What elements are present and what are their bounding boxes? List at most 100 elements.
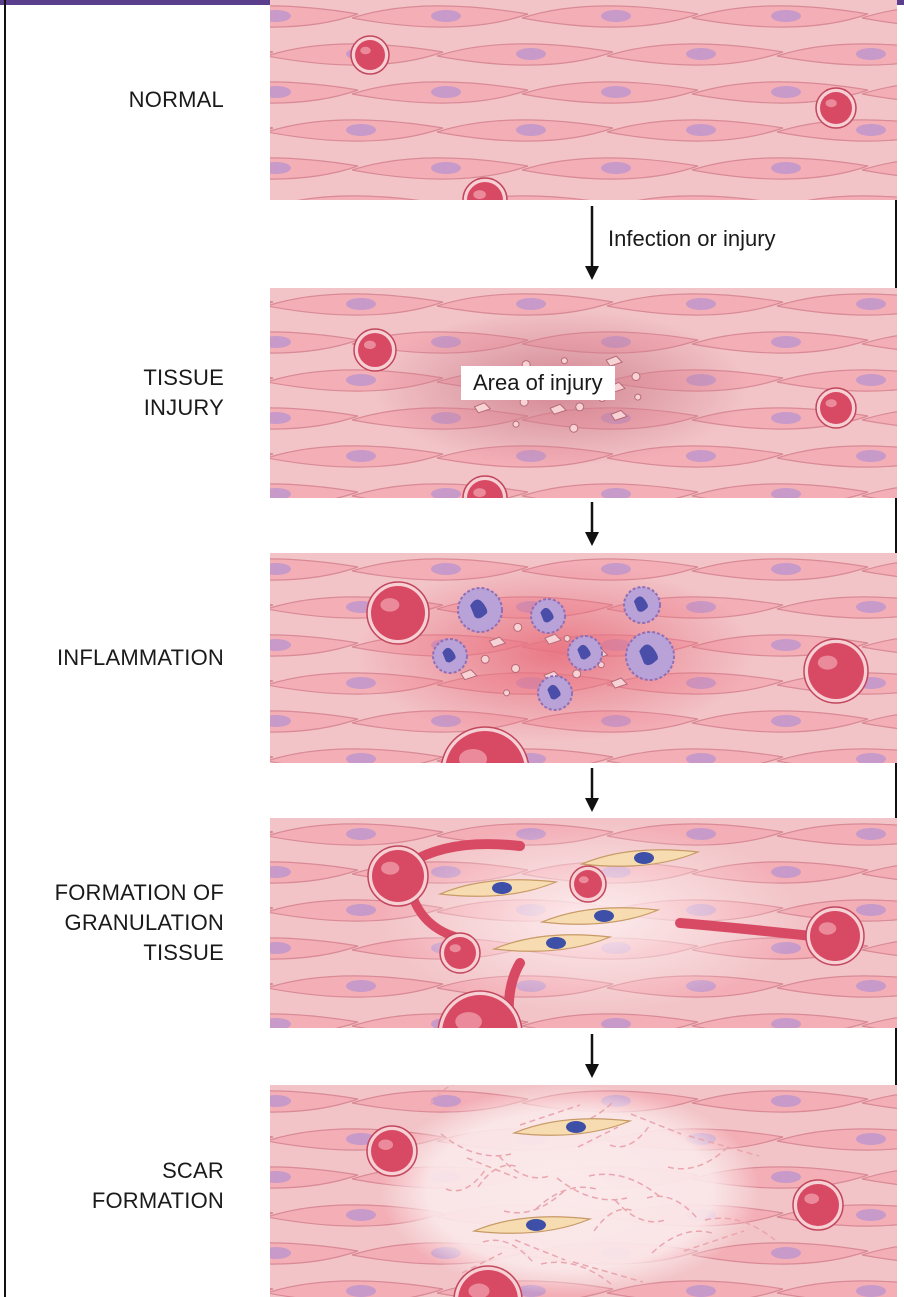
cell-nucleus bbox=[856, 1133, 886, 1145]
cell-nucleus bbox=[431, 10, 461, 22]
panel-granulation bbox=[270, 818, 897, 1028]
arrow-down-icon bbox=[582, 1034, 602, 1080]
cell-nucleus bbox=[601, 10, 631, 22]
panel-normal bbox=[270, 0, 897, 200]
cell-nucleus bbox=[346, 980, 376, 992]
vessel-highlight bbox=[819, 922, 837, 935]
stage-label-scar: SCAR FORMATION bbox=[92, 1156, 224, 1216]
stage-label-granulation: FORMATION OF GRANULATION TISSUE bbox=[55, 878, 224, 968]
tissue-scar bbox=[270, 1085, 897, 1297]
vessel-lumen bbox=[820, 392, 852, 424]
vessel-lumen bbox=[372, 850, 424, 902]
cell-nucleus bbox=[856, 124, 886, 136]
arrow-down-icon bbox=[582, 206, 602, 282]
vessel-highlight bbox=[380, 598, 399, 612]
cell-nucleus bbox=[346, 1285, 376, 1297]
vessel-highlight bbox=[826, 99, 837, 107]
vessel-lumen bbox=[820, 92, 852, 124]
cell-nucleus bbox=[771, 1095, 801, 1107]
cell-fragment bbox=[632, 372, 640, 380]
cell-nucleus bbox=[856, 1285, 886, 1297]
cell-nucleus bbox=[686, 298, 716, 310]
tissue-granulation bbox=[270, 818, 897, 1028]
vessel-highlight bbox=[381, 862, 399, 875]
vessel-lumen bbox=[371, 586, 425, 640]
cell-nucleus bbox=[771, 10, 801, 22]
cell-nucleus bbox=[771, 336, 801, 348]
vessel-lumen bbox=[358, 333, 392, 367]
cell-nucleus bbox=[516, 124, 546, 136]
transition-label-infection: Infection or injury bbox=[608, 226, 776, 252]
cell-nucleus bbox=[601, 86, 631, 98]
cell-nucleus bbox=[771, 162, 801, 174]
cell-fragment bbox=[635, 394, 641, 400]
cell-nucleus bbox=[856, 828, 886, 840]
fibroblast-nucleus bbox=[634, 852, 654, 864]
fibroblast-nucleus bbox=[526, 1219, 546, 1231]
vessel-highlight bbox=[473, 488, 486, 497]
cell-nucleus bbox=[601, 162, 631, 174]
vessel-highlight bbox=[378, 1139, 393, 1150]
vessel-lumen bbox=[355, 40, 385, 70]
cell-fragment bbox=[576, 403, 584, 411]
cell-nucleus bbox=[346, 828, 376, 840]
cell-nucleus bbox=[686, 124, 716, 136]
cell-fragment bbox=[513, 421, 519, 427]
cell-fragment bbox=[504, 690, 510, 696]
vessel-lumen bbox=[797, 1184, 839, 1226]
cell-nucleus bbox=[686, 450, 716, 462]
cell-nucleus bbox=[856, 298, 886, 310]
vessel-highlight bbox=[360, 47, 371, 55]
cell-nucleus bbox=[856, 374, 886, 386]
cell-fragment bbox=[570, 424, 578, 432]
cell-fragment bbox=[481, 655, 489, 663]
panel-inflammation bbox=[270, 553, 897, 763]
cell-nucleus bbox=[346, 450, 376, 462]
stage-label-normal: NORMAL bbox=[129, 85, 224, 115]
cell-nucleus bbox=[431, 86, 461, 98]
vessel-lumen bbox=[444, 937, 476, 969]
arrow-down-icon bbox=[582, 502, 602, 548]
vessel-highlight bbox=[818, 656, 838, 670]
vessel-highlight bbox=[364, 341, 376, 350]
vessel-highlight bbox=[579, 876, 589, 883]
vessel-lumen bbox=[371, 1130, 413, 1172]
stage-label-tissue-injury: TISSUE INJURY bbox=[143, 363, 224, 423]
cell-nucleus bbox=[686, 1285, 716, 1297]
vessel-lumen bbox=[808, 643, 864, 699]
cell-nucleus bbox=[856, 1209, 886, 1221]
arrow-down-icon bbox=[582, 768, 602, 814]
cell-nucleus bbox=[346, 124, 376, 136]
cell-fragment bbox=[564, 635, 570, 641]
cell-nucleus bbox=[856, 980, 886, 992]
cell-nucleus bbox=[686, 48, 716, 60]
fibroblast-nucleus bbox=[566, 1121, 586, 1133]
cell-nucleus bbox=[771, 1247, 801, 1259]
cell-nucleus bbox=[771, 1171, 801, 1183]
stage-label-inflammation: INFLAMMATION bbox=[57, 643, 224, 673]
cell-nucleus bbox=[516, 48, 546, 60]
vessel-lumen bbox=[574, 870, 602, 898]
cell-nucleus bbox=[771, 715, 801, 727]
tissue-inflammation bbox=[270, 553, 897, 763]
fibroblast-nucleus bbox=[546, 937, 566, 949]
cell-nucleus bbox=[346, 1209, 376, 1221]
cell-fragment bbox=[514, 623, 522, 631]
cell-nucleus bbox=[856, 450, 886, 462]
cell-nucleus bbox=[771, 639, 801, 651]
cell-nucleus bbox=[771, 86, 801, 98]
area-of-injury-label: Area of injury bbox=[461, 366, 615, 400]
vessel-lumen bbox=[810, 911, 860, 961]
cell-nucleus bbox=[516, 298, 546, 310]
scar-zone bbox=[380, 1085, 760, 1295]
cell-nucleus bbox=[771, 412, 801, 424]
cell-nucleus bbox=[431, 563, 461, 575]
cell-nucleus bbox=[346, 298, 376, 310]
panel-scar bbox=[270, 1085, 897, 1297]
cell-nucleus bbox=[771, 563, 801, 575]
cell-fragment bbox=[512, 665, 520, 673]
cell-nucleus bbox=[856, 601, 886, 613]
cell-nucleus bbox=[346, 904, 376, 916]
cell-nucleus bbox=[856, 48, 886, 60]
fibroblast-nucleus bbox=[594, 910, 614, 922]
